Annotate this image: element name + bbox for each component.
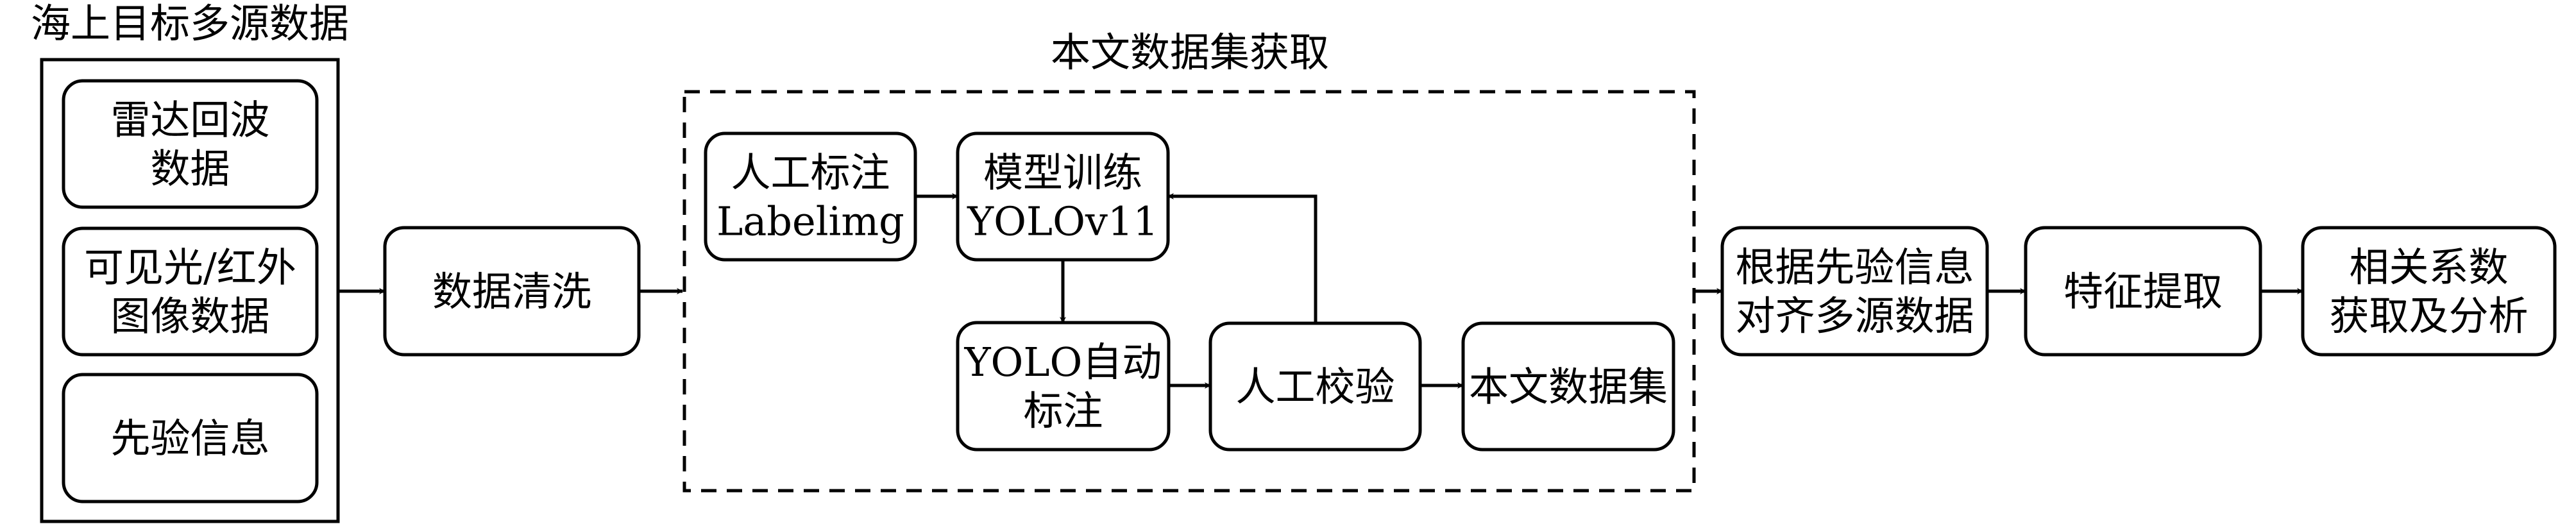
node-prior: 先验信息	[62, 373, 319, 503]
node-label: 标注	[1023, 387, 1103, 434]
node-feature: 特征提取	[2024, 226, 2262, 357]
node-box	[1208, 321, 1422, 452]
node-label: 先验信息	[110, 415, 269, 462]
node-dataset: 本文数据集	[1461, 321, 1675, 452]
node-label: 人工校验	[1235, 364, 1394, 410]
node-label: YOLO自动	[964, 339, 1162, 385]
node-box	[2024, 226, 2262, 357]
node-label: 对齐多源数据	[1735, 292, 1974, 339]
node-box	[383, 226, 641, 357]
node-box	[1461, 321, 1675, 452]
node-label: YOLOv11	[967, 198, 1158, 245]
node-label: 雷达回波	[110, 97, 269, 144]
node-box	[62, 373, 319, 503]
node-box	[2301, 226, 2557, 357]
node-label: 特征提取	[2063, 268, 2223, 315]
node-label: 人工标注	[731, 149, 890, 196]
node-box	[62, 226, 319, 357]
node-label: 模型训练	[983, 149, 1142, 196]
group-title: 海上目标多源数据	[31, 0, 349, 47]
arrow-manual-check-to-train	[1167, 193, 1318, 323]
node-label: 可见光/红外	[84, 244, 296, 291]
group-source-data: 海上目标多源数据	[31, 0, 349, 523]
node-label: 获取及分析	[2329, 292, 2528, 339]
group-title: 本文数据集获取	[1051, 29, 1329, 76]
node-label: 相关系数	[2349, 244, 2508, 291]
node-box	[956, 131, 1170, 262]
node-label: 数据	[150, 146, 230, 192]
node-label: 图像数据	[110, 293, 269, 340]
node-box	[1720, 226, 1989, 357]
node-label: 根据先验信息	[1735, 244, 1974, 291]
node-label: Labelimg	[716, 198, 904, 245]
node-label: 本文数据集	[1469, 364, 1668, 410]
node-manual-check: 人工校验	[1208, 321, 1422, 452]
node-box	[62, 79, 319, 209]
node-box	[956, 321, 1171, 452]
node-cleaning: 数据清洗	[383, 226, 641, 357]
node-box	[704, 131, 917, 262]
node-label: 数据清洗	[432, 268, 591, 315]
